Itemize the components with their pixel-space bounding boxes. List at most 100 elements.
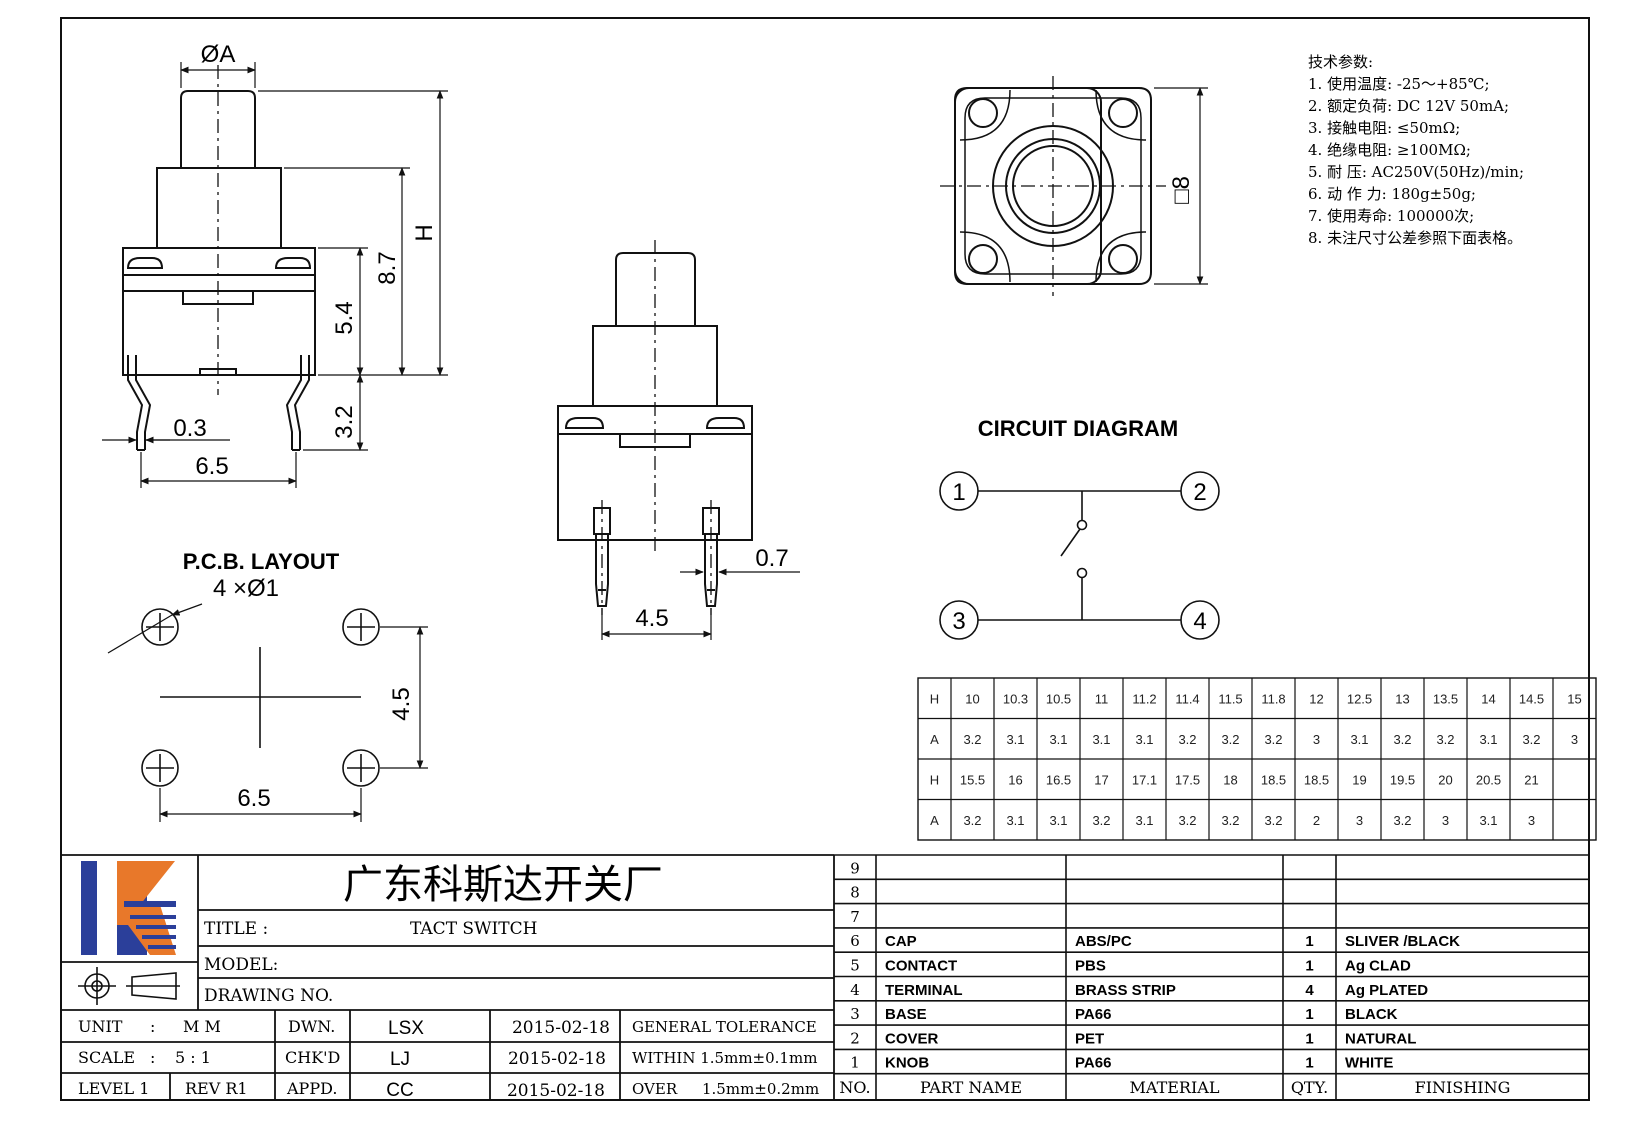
pcb-layout [141,608,380,787]
ha-table-cell: 11.5 [1218,691,1242,706]
title-value: TACT SWITCH [410,919,537,939]
pcb-dim-6-5: 6.5 [237,785,270,812]
ha-table-cell: 17 [1094,772,1108,787]
ha-table-cell: 15 [1567,691,1581,706]
side-view-dims [601,568,800,640]
spec-item-1: 1. 使用温度: -25～+85℃; [1308,75,1490,93]
dim-6-5-front: 6.5 [195,453,228,480]
ha-table-cell: 3.2 [1221,732,1239,747]
circuit-diagram-title: CIRCUIT DIAGRAM [978,416,1178,441]
ha-table-cell: 3.1 [1135,732,1153,747]
ha-table-cell: 17.1 [1132,772,1157,787]
bom-cell-no: 4 [850,981,860,999]
bom-cell-finish: WHITE [1345,1055,1393,1072]
dwn-label: DWN. [288,1017,335,1036]
ha-table-cell: 10 [965,691,979,706]
pcb-dim-4-5: 4.5 [388,687,415,720]
ha-table-cell: 3.2 [1264,732,1282,747]
model-label: MODEL: [204,955,278,975]
bom-cell-part: KNOB [885,1055,929,1072]
ha-table-cell: 14 [1481,691,1495,706]
spec-item-8: 8. 未注尺寸公差参照下面表格。 [1308,229,1522,247]
bom-cell-qty: 1 [1305,933,1313,950]
bom-cell-qty: 4 [1305,982,1314,999]
dim-square-8: □8 [1168,176,1195,204]
bom-header-cell: MATERIAL [1130,1078,1220,1097]
ha-table-cell: 12.5 [1347,691,1372,706]
ha-table-cell: 18.5 [1304,772,1329,787]
ha-table-cell: 20 [1438,772,1452,787]
ha-table-cell: 3.1 [1350,732,1368,747]
unit-label: UNIT [78,1017,123,1036]
pcb-layout-dims [107,603,428,822]
bom-cell-finish: BLACK [1345,1006,1398,1023]
dwn-date: 2015-02-18 [512,1018,610,1038]
ha-table-cell: 2 [1313,813,1320,828]
bom-cell-part: TERMINAL [885,982,963,999]
pcb-layout-title: P.C.B. LAYOUT [183,549,340,574]
title-block [61,854,835,1100]
bom-header-cell: FINISHING [1415,1078,1511,1097]
circuit-pin-2: 2 [1193,479,1206,506]
bom-cell-part: BASE [885,1006,927,1023]
bom-cell-part: COVER [885,1030,939,1047]
bom-cell-material: ABS/PC [1075,933,1132,950]
ha-table-cell: 3.1 [1135,813,1153,828]
spec-item-7: 7. 使用寿命: 100000次; [1308,207,1474,225]
ha-table-cell: 11 [1095,691,1109,706]
dim-8-7: 8.7 [374,251,401,284]
ha-table-cell: 3 [1356,813,1363,828]
ha-table-cell: 3.2 [1522,732,1540,747]
dim-4-5-side: 4.5 [635,605,668,632]
ha-table-cell: 3.2 [1393,732,1411,747]
bom-cell-no: 8 [850,884,860,902]
ha-table-cell: 19 [1352,772,1366,787]
scale-value: 5 : 1 [175,1048,211,1067]
bom-cell-material: PET [1075,1030,1104,1047]
ha-table-cell: 3.1 [1049,732,1067,747]
ha-table-cell: 3.1 [1049,813,1067,828]
ha-table-cell: 3.1 [1006,813,1024,828]
company-name: 广东科斯达开关厂 [343,862,663,908]
bom-cell-material: PBS [1075,958,1106,975]
ha-table-cell: 3.2 [963,813,981,828]
bom-cell-qty: 1 [1305,1030,1313,1047]
specs: 技术参数: 1. 使用温度: -25～+85℃; 2. 额定负荷: DC 12V… [1308,53,1524,247]
dim-3-2: 3.2 [331,405,358,438]
tolerance-title: GENERAL TOLERANCE [632,1018,817,1036]
bom-header-cell: QTY. [1291,1078,1328,1097]
ha-table-cell: 16 [1008,772,1022,787]
bom-cell-qty: 1 [1305,1006,1313,1023]
ha-table-cell: 11.2 [1132,691,1156,706]
ha-table-cell: 3.1 [1479,732,1497,747]
bom-cell-finish: SLIVER /BLACK [1345,933,1460,950]
appd-date: 2015-02-18 [507,1081,605,1101]
ha-table-cell: 13.5 [1433,691,1458,706]
bom-cell-no: 6 [850,932,860,950]
bom-cell-finish: NATURAL [1345,1030,1416,1047]
ha-table-cell: 11.8 [1261,691,1285,706]
chk-value: LJ [390,1049,410,1070]
sheet-border [60,17,1590,1101]
bom-cell-part: CONTACT [885,958,957,975]
scale-label: SCALE [78,1048,135,1067]
bom-cell-no: 7 [850,908,860,926]
ha-table-cell: H [930,691,939,706]
bom-cell-qty: 1 [1305,958,1313,975]
ha-table-cell: A [930,813,939,828]
chk-date: 2015-02-18 [508,1049,606,1069]
ha-table-cell: 3 [1313,732,1320,747]
ha-table-cell: 14.5 [1519,691,1544,706]
ha-table-cell: 3 [1528,813,1535,828]
bom-cell-part: CAP [885,933,917,950]
ha-table-cell: 3.2 [1178,813,1196,828]
ha-table-cell: 13 [1395,691,1409,706]
ha-table-cell: 19.5 [1390,772,1415,787]
bom-cell-no: 9 [850,859,860,877]
rev-value: REV R1 [185,1079,248,1098]
ha-table-cell: 3.1 [1092,732,1110,747]
bom-header-cell: NO. [839,1078,870,1097]
